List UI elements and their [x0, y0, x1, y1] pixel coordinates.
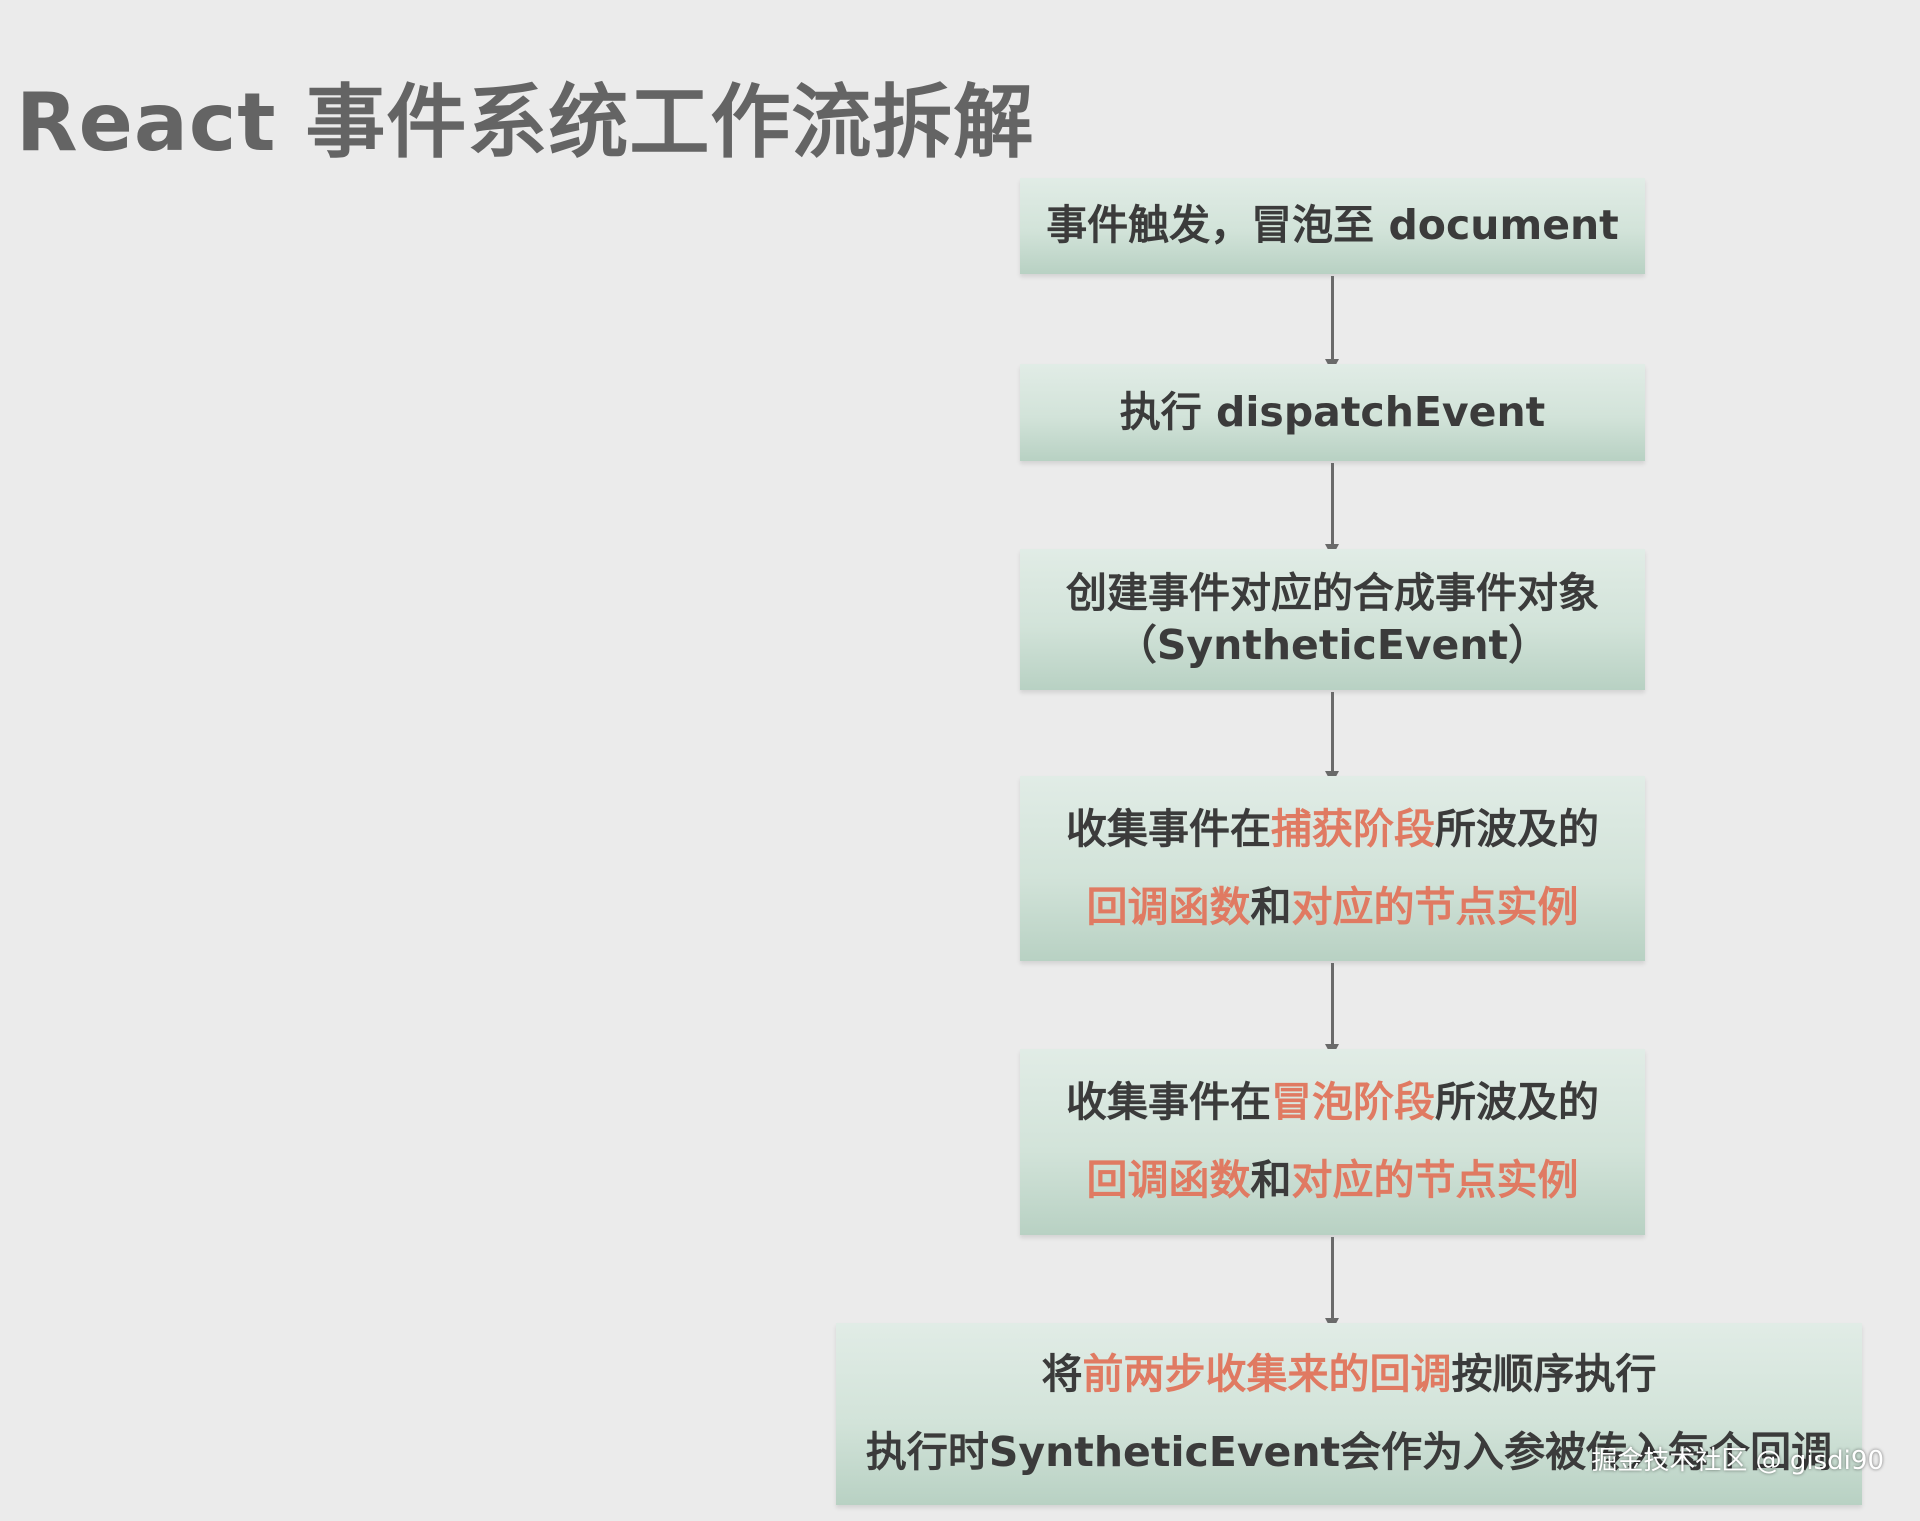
step-line: 执行时SyntheticEvent会作为入参被传入每个回调	[866, 1414, 1832, 1492]
flow-arrow-3	[1325, 692, 1339, 784]
flow-arrow-5	[1325, 1237, 1339, 1331]
step-text: 将	[1041, 1350, 1083, 1399]
step-text: 所波及的	[1435, 804, 1599, 853]
step-text: 执行 dispatchEvent	[1119, 387, 1546, 436]
step-line: 执行 dispatchEvent	[1120, 387, 1546, 438]
step-line: 回调函数和对应的节点实例	[1087, 869, 1579, 947]
step-text: 按顺序执行	[1451, 1350, 1657, 1399]
step-line: 创建事件对应的合成事件对象	[1066, 568, 1599, 619]
flow-step-dispatch-event: 执行 dispatchEvent	[1020, 364, 1645, 461]
step-text: 执行时SyntheticEvent会作为入参被传入每个回调	[865, 1428, 1833, 1476]
step-text: （SyntheticEvent）	[1115, 620, 1550, 669]
step-line: 将前两步收集来的回调按顺序执行	[1042, 1336, 1657, 1414]
step-text: 收集事件在	[1066, 1078, 1271, 1127]
step-text: 所波及的	[1435, 1078, 1599, 1127]
step-line: （SyntheticEvent）	[1116, 620, 1549, 671]
flow-arrow-4	[1325, 963, 1339, 1057]
highlighted-text: 回调函数	[1086, 882, 1251, 931]
highlighted-text: 对应的节点实例	[1291, 1156, 1579, 1204]
page-title: React 事件系统工作流拆解	[16, 76, 1035, 169]
highlighted-text: 回调函数	[1086, 1156, 1251, 1204]
step-line: 收集事件在捕获阶段所波及的	[1066, 791, 1599, 869]
highlighted-text: 对应的节点实例	[1291, 882, 1579, 931]
step-text: 创建事件对应的合成事件对象	[1066, 569, 1599, 618]
flow-step-execute-callbacks: 将前两步收集来的回调按顺序执行执行时SyntheticEvent会作为入参被传入…	[836, 1323, 1862, 1505]
step-text: 和	[1250, 882, 1292, 931]
flow-step-create-synthetic-event: 创建事件对应的合成事件对象（SyntheticEvent）	[1020, 549, 1645, 690]
step-text: 收集事件在	[1066, 804, 1271, 853]
flow-step-collect-bubble: 收集事件在冒泡阶段所波及的回调函数和对应的节点实例	[1020, 1049, 1645, 1235]
step-text: 事件触发，冒泡至 document	[1046, 201, 1619, 250]
step-line: 收集事件在冒泡阶段所波及的	[1066, 1064, 1599, 1142]
flow-step-collect-capture: 收集事件在捕获阶段所波及的回调函数和对应的节点实例	[1020, 776, 1645, 961]
flow-arrow-1	[1325, 276, 1339, 372]
highlighted-text: 前两步收集来的回调	[1082, 1350, 1452, 1399]
highlighted-text: 捕获阶段	[1271, 804, 1435, 853]
step-line: 事件触发，冒泡至 document	[1046, 200, 1619, 251]
flow-step-event-trigger: 事件触发，冒泡至 document	[1020, 178, 1645, 274]
flow-arrow-2	[1325, 463, 1339, 557]
watermark: 掘金技术社区 @ gisdi90	[1591, 1446, 1884, 1476]
step-text: 和	[1250, 1156, 1292, 1204]
highlighted-text: 冒泡阶段	[1271, 1078, 1435, 1127]
step-line: 回调函数和对应的节点实例	[1087, 1142, 1579, 1220]
